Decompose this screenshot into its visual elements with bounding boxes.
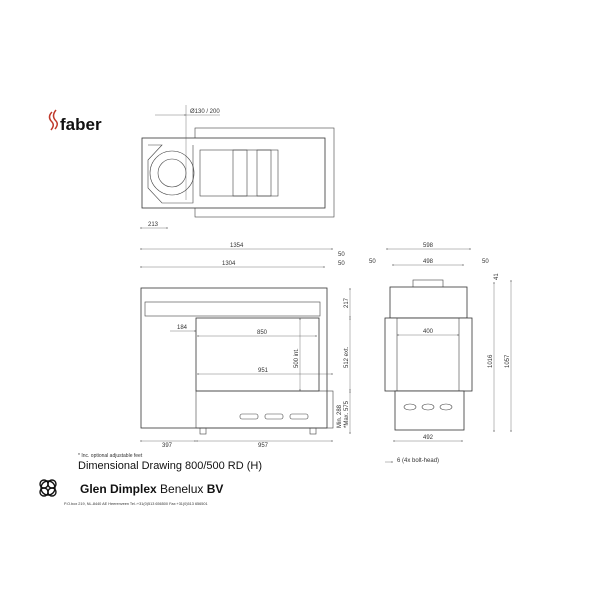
front-view: 1354 1304 50 50 850 951 184 500 int. 217… xyxy=(140,243,351,449)
glen-dimplex-logo-icon xyxy=(39,479,57,497)
dim-512-ext: 512 ext. xyxy=(344,346,350,368)
dim-957: 957 xyxy=(258,443,269,449)
dim-217: 217 xyxy=(344,297,350,308)
company-name: Glen Dimplex Benelux BV xyxy=(80,482,223,496)
flame-icon xyxy=(48,109,59,131)
dim-bolt: 6 (4x bolt-head) xyxy=(397,458,439,464)
dim-850: 850 xyxy=(257,330,268,336)
company-address: P.O.box 219, NL-8440 AE Heerenveen Tel.:… xyxy=(64,502,208,506)
dim-492: 492 xyxy=(423,435,434,441)
company-suffix: BV xyxy=(207,482,224,496)
drawing-title: Dimensional Drawing 800/500 RD (H) xyxy=(78,460,262,472)
company-name-regular: Benelux xyxy=(157,482,207,496)
dim-400: 400 xyxy=(423,329,434,335)
dim-184: 184 xyxy=(177,325,188,331)
flue-diameter-label: Ø130 / 200 xyxy=(190,109,220,115)
company-name-bold: Glen Dimplex xyxy=(80,482,157,496)
dim-max-575: *Max. 575 xyxy=(344,400,350,428)
dim-1304: 1304 xyxy=(222,261,236,267)
dim-1016: 1016 xyxy=(488,354,494,368)
dim-397: 397 xyxy=(162,443,173,449)
dim-500-int: 500 int. xyxy=(294,348,300,368)
dim-951: 951 xyxy=(258,368,269,374)
dim-min-288: Min. 288 xyxy=(337,404,343,428)
dim-41: 41 xyxy=(494,273,500,280)
side-view: 598 498 50 50 41 400 1016 1057 492 6 (4x… xyxy=(369,243,512,464)
dim-1057: 1057 xyxy=(505,354,511,368)
dim-50-b: 50 xyxy=(338,252,345,258)
dim-598: 598 xyxy=(423,243,434,249)
plan-offset-label: 213 xyxy=(148,222,159,228)
brand-name: faber xyxy=(60,115,102,134)
footnote: * Inc. optional adjustable feet xyxy=(78,453,143,459)
faber-logo: faber xyxy=(48,109,102,134)
plan-view: Ø130 / 200 213 xyxy=(140,105,335,229)
dim-side-50-b: 50 xyxy=(482,259,489,265)
dim-498: 498 xyxy=(423,259,434,265)
dim-1354: 1354 xyxy=(230,243,244,249)
dim-side-50-a: 50 xyxy=(369,259,376,265)
dim-50-a: 50 xyxy=(338,261,345,267)
